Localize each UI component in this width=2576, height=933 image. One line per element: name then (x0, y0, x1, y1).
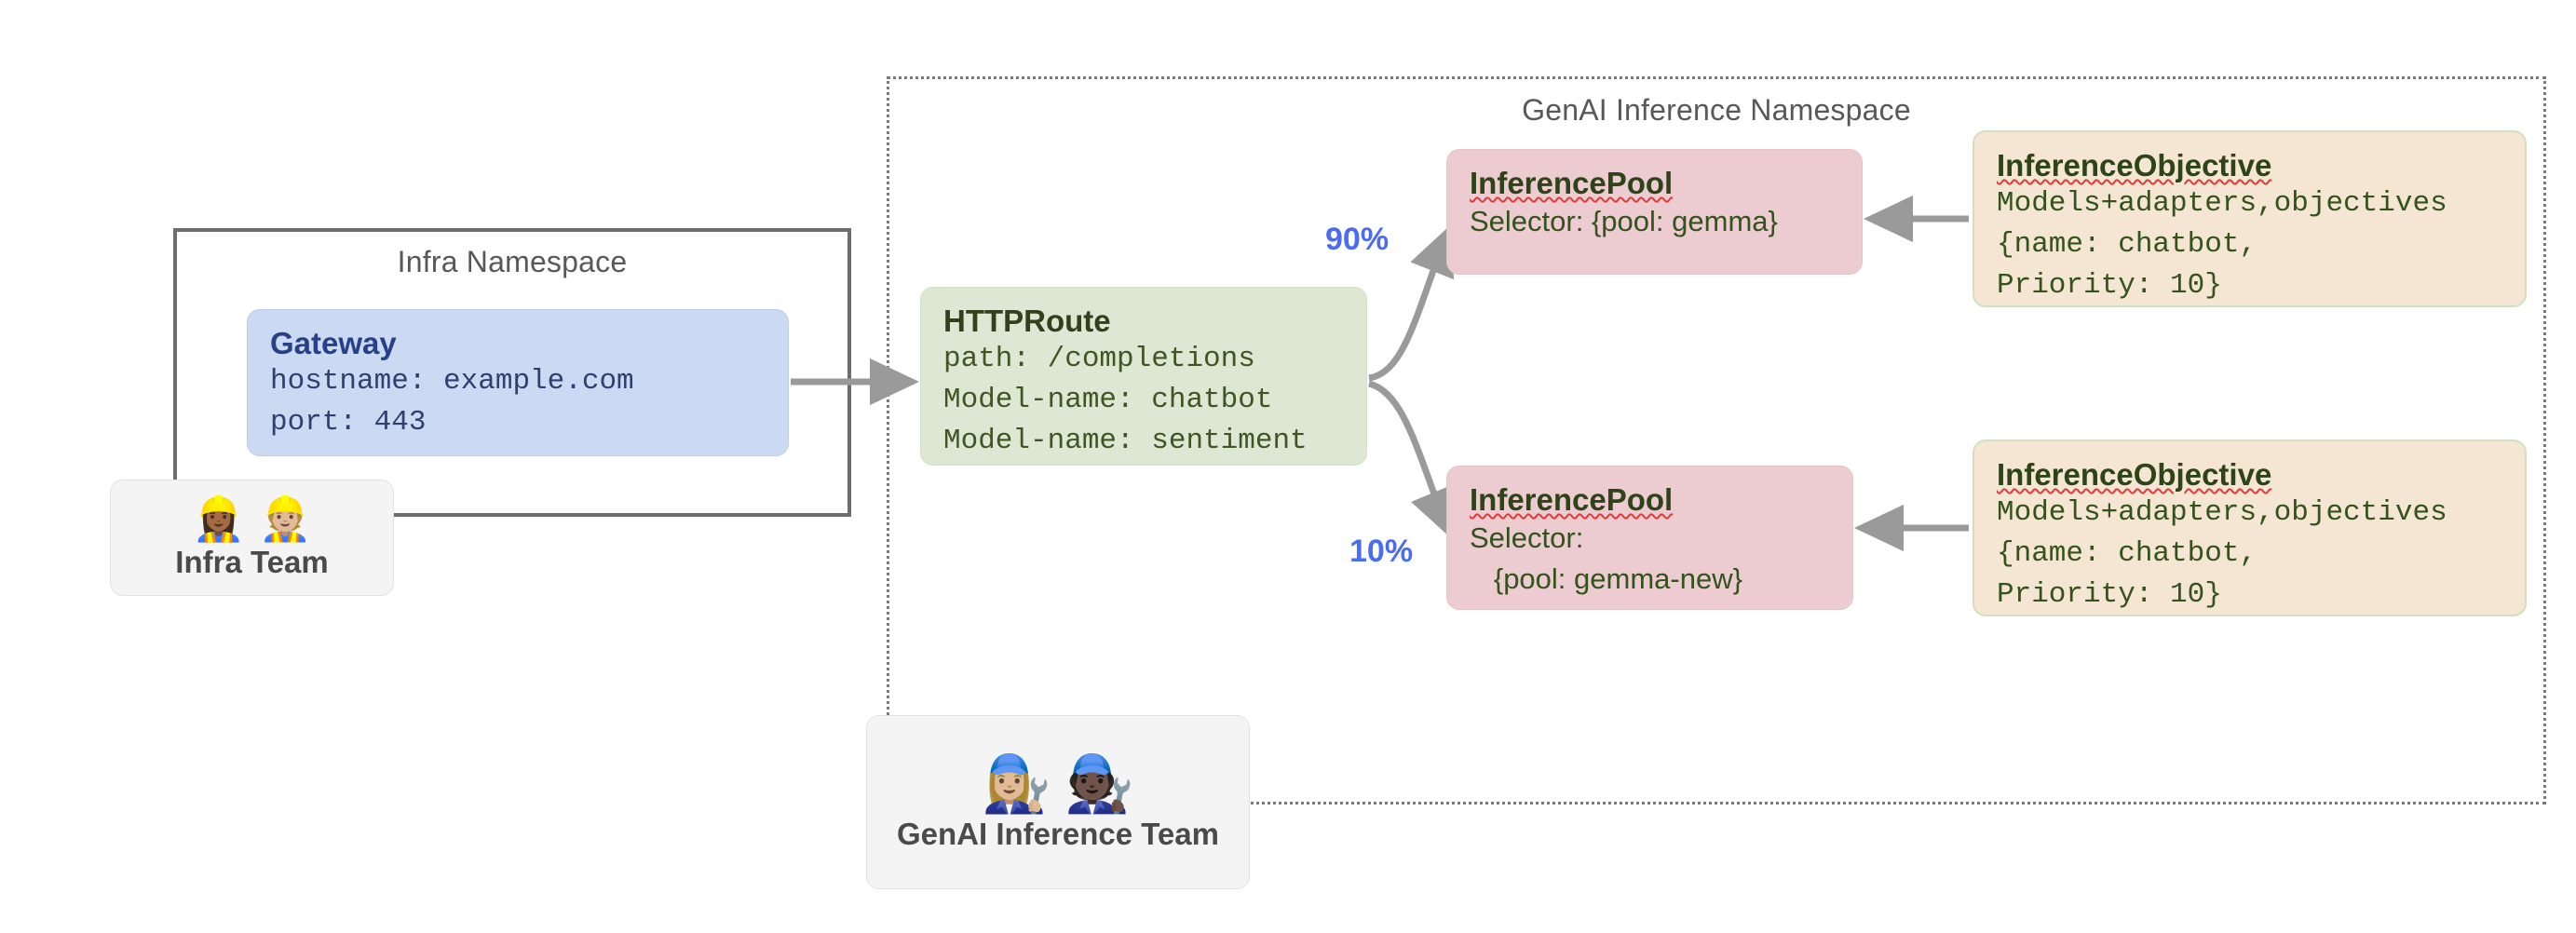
node-httproute-body: path: /completions Model-name: chatbot M… (943, 342, 1308, 457)
node-inferencepool-gemma-title: InferencePool (1470, 166, 1674, 200)
team-card-genai-label: GenAI Inference Team (896, 816, 1219, 851)
node-inferenceobjective-top-body: Models+adapters,objectives {name: chatbo… (1997, 186, 2447, 302)
node-gateway[interactable]: Gateway hostname: example.com port: 443 (247, 309, 789, 456)
edge-label-90-percent: 90% (1325, 222, 1390, 257)
team-card-genai[interactable]: 👩🏼‍🔧🧑🏿‍🔧 GenAI Inference Team (866, 715, 1250, 889)
node-gateway-title: Gateway (270, 326, 397, 360)
construction-worker-emoji: 👷🏾‍♀️👷🏼 (192, 494, 325, 544)
node-inferencepool-gemma-new[interactable]: InferencePool Selector: {pool: gemma-new… (1446, 466, 1853, 610)
node-inferenceobjective-top[interactable]: InferenceObjective Models+adapters,objec… (1973, 130, 2527, 307)
edge-label-10-percent: 10% (1349, 534, 1414, 569)
infra-namespace-boundary (173, 228, 851, 517)
node-httproute-title: HTTPRoute (943, 304, 1111, 338)
node-inferencepool-gemma-body: Selector: {pool: gemma} (1470, 204, 1778, 237)
node-inferencepool-gemma-new-body: Selector: {pool: gemma-new} (1470, 521, 1742, 595)
infra-namespace-title: Infra Namespace (397, 245, 628, 278)
node-httproute[interactable]: HTTPRoute path: /completions Model-name:… (920, 287, 1367, 466)
node-inferenceobjective-top-title: InferenceObjective (1997, 148, 2272, 183)
node-inferencepool-gemma[interactable]: InferencePool Selector: {pool: gemma} (1446, 149, 1863, 275)
team-card-infra-label: Infra Team (175, 544, 329, 579)
genai-namespace-boundary (887, 76, 2546, 805)
mechanic-emoji: 👩🏼‍🔧🧑🏿‍🔧 (982, 751, 1147, 815)
node-gateway-body: hostname: example.com port: 443 (270, 364, 634, 439)
node-inferenceobjective-bottom-body: Models+adapters,objectives {name: chatbo… (1997, 495, 2447, 611)
genai-namespace-title: GenAI Inference Namespace (1522, 93, 1911, 127)
node-inferenceobjective-bottom-title: InferenceObjective (1997, 457, 2272, 492)
node-inferenceobjective-bottom[interactable]: InferenceObjective Models+adapters,objec… (1973, 439, 2527, 616)
node-inferencepool-gemma-new-title: InferencePool (1470, 482, 1674, 517)
team-card-infra[interactable]: 👷🏾‍♀️👷🏼 Infra Team (110, 480, 394, 596)
